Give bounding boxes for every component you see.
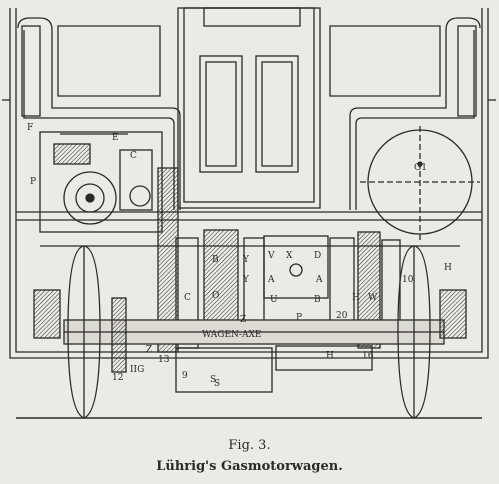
part-label: H [444,263,452,273]
part-label: IIG [130,365,144,375]
part-label: 16 [362,351,374,361]
chassis-floor [16,211,482,247]
part-label: U [270,295,278,305]
tank-circle [360,126,480,240]
gas-engine [39,131,163,233]
part-label: 12 [112,373,123,383]
part-label: Z [240,315,246,325]
right-spring [439,289,467,339]
part-label: W [368,293,378,303]
left-seat [17,17,181,210]
part-label: B [314,295,321,305]
part-label: 10 [402,275,414,285]
gas-motor-car-diagram: WAGEN-AXE F E C G1 P Y Y V D X A A U B Z… [2,7,496,419]
part-label: G1 [414,163,427,173]
part-label: E [112,133,119,143]
axle-gear [111,297,127,373]
part-label: V [267,251,275,261]
part-label: S [210,375,216,385]
part-label: 20 [336,311,348,321]
lower-housing [175,345,373,393]
car-body-frame [2,8,496,359]
part-label: C [184,293,191,303]
part-label: A [267,275,275,285]
part-label: H [352,293,360,303]
part-label: Y [242,255,250,265]
figure-title: Lührig's Gasmotorwagen. [156,459,343,474]
figure-number: Fig. 3. [228,438,271,453]
part-label: S [214,379,220,389]
part-label: Z [146,345,152,355]
part-label: 13 [158,355,170,365]
part-label: A [315,275,323,285]
part-label: F [27,123,33,133]
part-label: P [296,313,302,323]
part-label: X [286,251,293,261]
door [177,7,321,209]
axle-label: WAGEN-AXE [202,330,261,340]
part-label: H [326,351,334,361]
part-label: 9 [182,371,188,381]
part-label: P [30,177,36,187]
part-label: C [130,151,137,161]
part-label: D [314,251,321,261]
part-label: Y [242,275,250,285]
right-seat [329,17,481,210]
part-label: B [212,255,219,265]
left-spring [33,289,61,339]
part-label: O [212,291,219,301]
